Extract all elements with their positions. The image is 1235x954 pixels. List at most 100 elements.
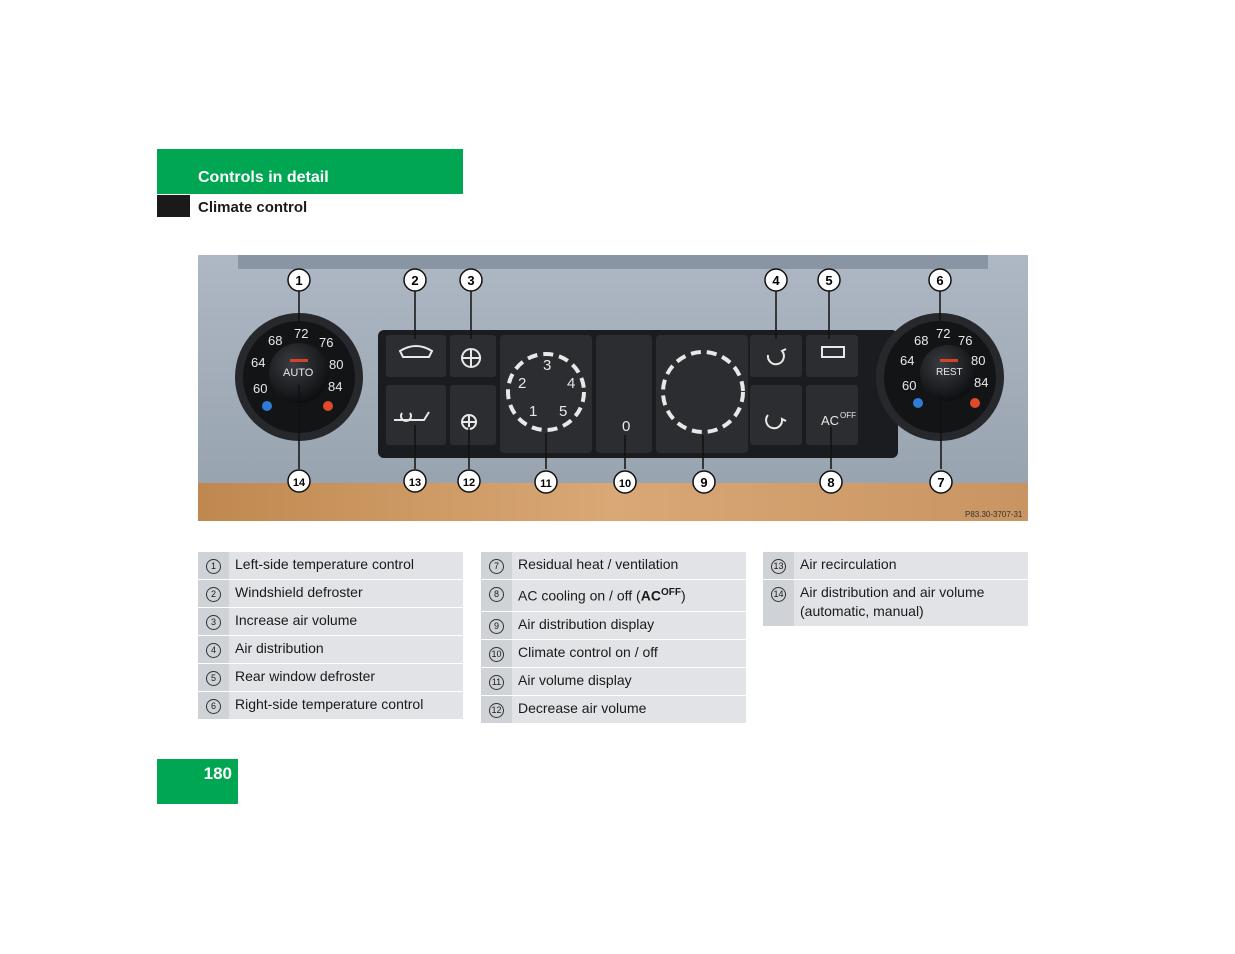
legend-row: 2 Windshield defroster	[198, 579, 463, 608]
legend-column-1: 1 Left-side temperature control 2 Windshie…	[198, 552, 463, 720]
legend-number: 13	[771, 559, 786, 574]
callout-13: 13	[409, 477, 421, 489]
legend-row: 8 AC cooling on / off (ACOFF)	[481, 579, 746, 612]
rest-label: REST	[936, 367, 963, 378]
legend-number: 12	[489, 702, 504, 718]
legend-number: 3	[206, 615, 221, 630]
legend-text: Climate control on / off	[512, 639, 746, 668]
fan-level-1: 1	[529, 403, 537, 420]
windshield-defroster-icon	[398, 345, 434, 358]
callout-5: 5	[825, 273, 832, 288]
legend-text-ac: AC cooling on / off (ACOFF)	[512, 579, 746, 612]
right-dial-76: 76	[958, 333, 972, 348]
left-dial-72: 72	[294, 326, 308, 341]
legend-text: Increase air volume	[229, 607, 463, 636]
legend-text: Right-side temperature control	[229, 691, 463, 720]
right-dial-64: 64	[900, 353, 914, 368]
legend-text: Air recirculation	[794, 552, 1028, 580]
left-dial-60: 60	[253, 381, 267, 396]
off-button-label: 0	[622, 418, 630, 435]
left-dial-68: 68	[268, 333, 282, 348]
recirculation-icon	[394, 411, 430, 422]
callout-6: 6	[936, 273, 943, 288]
legend-number: 1	[206, 559, 221, 574]
legend-text: Air distribution display	[512, 611, 746, 640]
legend-row: 6 Right-side temperature control	[198, 691, 463, 720]
legend-row: 11 Air volume display	[481, 667, 746, 696]
legend-row: 7 Residual heat / ventilation	[481, 552, 746, 580]
subsection-marker	[157, 195, 190, 217]
legend-text: Air distribution and air volume (automat…	[794, 579, 1028, 627]
legend-text: Decrease air volume	[512, 695, 746, 724]
legend-row: 1 Left-side temperature control	[198, 552, 463, 580]
legend-number: 8	[489, 587, 504, 602]
legend-number: 6	[206, 699, 221, 714]
callout-11: 11	[540, 478, 552, 490]
callout-12: 12	[463, 477, 475, 489]
fan-decrease-icon	[461, 414, 478, 430]
right-dial-72: 72	[936, 326, 950, 341]
left-dial-76: 76	[319, 335, 333, 350]
page-number-tab: 180	[157, 759, 238, 804]
legend-text: Left-side temperature control	[229, 552, 463, 580]
legend-row: 13 Air recirculation	[763, 552, 1028, 580]
residual-heat-icon	[765, 414, 787, 430]
callout-10: 10	[619, 478, 631, 490]
left-dial-80: 80	[329, 357, 343, 372]
legend-number: 14	[771, 587, 786, 602]
figure-code: P83.30-3707-31	[965, 510, 1023, 519]
legend-number: 4	[206, 643, 221, 658]
callout-14: 14	[293, 477, 306, 489]
legend-number: 11	[489, 674, 504, 690]
legend-text: Rear window defroster	[229, 663, 463, 692]
callout-1: 1	[295, 273, 302, 288]
rear-defroster-icon	[821, 346, 845, 358]
right-dial-60: 60	[902, 378, 916, 393]
legend-text: Air distribution	[229, 635, 463, 664]
callout-3: 3	[467, 273, 474, 288]
legend-row: 5 Rear window defroster	[198, 663, 463, 692]
legend-number: 7	[489, 559, 504, 574]
legend-row: 9 Air distribution display	[481, 611, 746, 640]
legend-number: 5	[206, 671, 221, 686]
ac-off-label: OFF	[840, 411, 856, 420]
callout-7: 7	[937, 475, 944, 490]
climate-control-figure: 60 64 68 72 76 80 84 60 64 68 72 76 80 8…	[198, 255, 1028, 521]
section-header: Controls in detail	[157, 149, 463, 194]
legend-row: 4 Air distribution	[198, 635, 463, 664]
right-dial-68: 68	[914, 333, 928, 348]
auto-label: AUTO	[283, 367, 314, 379]
fan-level-4: 4	[567, 375, 575, 392]
air-distribution-display-icon	[661, 350, 745, 434]
callout-9: 9	[700, 475, 707, 490]
legend-row: 14 Air distribution and air volume (autom…	[763, 579, 1028, 627]
fan-level-2: 2	[518, 375, 526, 392]
legend-row: 3 Increase air volume	[198, 607, 463, 636]
subsection-title: Climate control	[198, 199, 308, 216]
callout-4: 4	[772, 273, 780, 288]
right-dial-84: 84	[974, 375, 988, 390]
legend-number: 9	[489, 618, 504, 634]
right-dial-80: 80	[971, 353, 985, 368]
air-distribution-icon	[766, 348, 787, 366]
legend-text: Air volume display	[512, 667, 746, 696]
legend-text: Windshield defroster	[229, 579, 463, 608]
fan-increase-icon	[461, 348, 482, 368]
legend-row: 10 Climate control on / off	[481, 639, 746, 668]
legend-text: Residual heat / ventilation	[512, 552, 746, 580]
callout-8: 8	[827, 475, 834, 490]
fan-level-3: 3	[543, 357, 551, 374]
legend-number: 10	[489, 646, 504, 662]
legend-column-3: 13 Air recirculation 14 Air distribution a…	[763, 552, 1028, 627]
left-dial-84: 84	[328, 379, 342, 394]
left-dial-64: 64	[251, 355, 265, 370]
fan-level-5: 5	[559, 403, 567, 420]
air-volume-display-icon	[506, 352, 586, 432]
section-title: Controls in detail	[198, 169, 329, 186]
legend-column-2: 7 Residual heat / ventilation 8 AC cooling…	[481, 552, 746, 724]
legend-number: 2	[206, 587, 221, 602]
legend-row: 12 Decrease air volume	[481, 695, 746, 724]
ac-label: AC	[821, 413, 839, 428]
page-number: 180	[203, 764, 232, 783]
callout-2: 2	[411, 273, 418, 288]
